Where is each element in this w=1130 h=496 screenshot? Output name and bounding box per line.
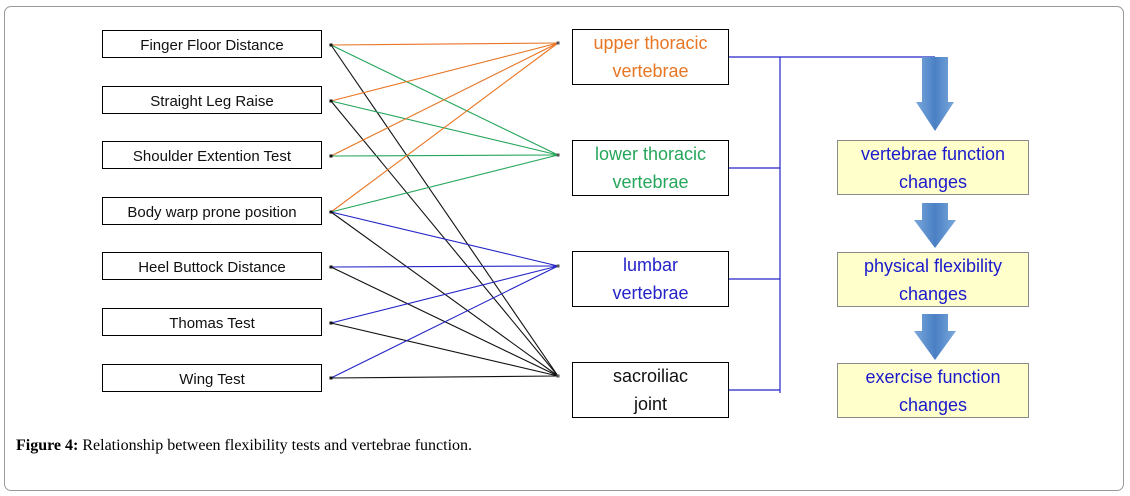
connection-dot bbox=[329, 43, 333, 47]
connection-line bbox=[330, 154, 559, 213]
connection-line bbox=[330, 265, 559, 379]
connection-dots bbox=[329, 41, 560, 380]
down-arrow-icon bbox=[914, 203, 956, 248]
connection-dot bbox=[329, 321, 333, 325]
test-box-wing-test: Wing Test bbox=[102, 364, 322, 392]
result-label-line2: changes bbox=[898, 171, 968, 192]
result-box-vertebrae-function: vertebrae function changes bbox=[837, 140, 1029, 195]
result-label-line1: physical flexibility bbox=[863, 255, 1003, 276]
vertebrae-label-line1: lumbar bbox=[622, 255, 678, 275]
connection-line bbox=[330, 42, 559, 46]
vertebrae-label-line1: sacroiliac bbox=[612, 366, 689, 386]
connection-dot bbox=[556, 264, 560, 268]
vertebrae-box-sacroiliac: sacroiliac joint bbox=[572, 362, 729, 418]
figure-caption: Figure 4: Relationship between flexibili… bbox=[16, 437, 472, 455]
connection-dot bbox=[329, 154, 333, 158]
connection-dot bbox=[556, 374, 560, 378]
vertebrae-box-lumbar: lumbar vertebrae bbox=[572, 251, 729, 307]
vertebrae-label-line1: upper thoracic bbox=[593, 33, 708, 53]
connection-dot bbox=[556, 41, 560, 45]
figure-frame bbox=[4, 6, 1124, 491]
test-box-finger-floor-distance: Finger Floor Distance bbox=[102, 30, 322, 58]
result-box-physical-flexibility: physical flexibility changes bbox=[837, 252, 1029, 307]
connection-line bbox=[330, 265, 559, 324]
connection-dot bbox=[329, 210, 333, 214]
connection-line bbox=[330, 42, 559, 213]
vertebrae-bracket bbox=[729, 56, 935, 393]
down-arrow-icon bbox=[916, 57, 954, 131]
flow-arrows bbox=[914, 57, 956, 360]
connection-lines bbox=[330, 42, 559, 379]
connection-dot bbox=[329, 376, 333, 380]
connection-dot bbox=[556, 153, 560, 157]
result-label-line2: changes bbox=[898, 394, 968, 415]
vertebrae-label-line1: lower thoracic bbox=[594, 144, 707, 164]
connection-line bbox=[330, 42, 559, 102]
vertebrae-label-line2: joint bbox=[633, 394, 668, 414]
result-label-line1: exercise function bbox=[865, 366, 1001, 387]
connection-line bbox=[330, 44, 559, 377]
connection-line bbox=[330, 322, 559, 377]
vertebrae-box-upper-thoracic: upper thoracic vertebrae bbox=[572, 29, 729, 85]
result-label-line1: vertebrae function bbox=[860, 143, 1006, 164]
test-box-thomas-test: Thomas Test bbox=[102, 308, 322, 336]
caption-text: Relationship between flexibility tests a… bbox=[78, 437, 473, 454]
connection-line bbox=[330, 154, 559, 157]
connection-dot bbox=[329, 99, 333, 103]
test-box-body-warp-prone-position: Body warp prone position bbox=[102, 197, 322, 225]
caption-label: Figure 4: bbox=[16, 437, 79, 454]
result-box-exercise-function: exercise function changes bbox=[837, 363, 1029, 418]
vertebrae-label-line2: vertebrae bbox=[612, 172, 689, 192]
vertebrae-label-line2: vertebrae bbox=[612, 283, 689, 303]
connection-line bbox=[330, 211, 559, 267]
test-box-shoulder-extention-test: Shoulder Extention Test bbox=[102, 141, 322, 169]
test-box-straight-leg-raise: Straight Leg Raise bbox=[102, 86, 322, 114]
test-box-heel-buttock-distance: Heel Buttock Distance bbox=[102, 252, 322, 280]
result-label-line2: changes bbox=[898, 283, 968, 304]
connection-line bbox=[330, 42, 559, 157]
down-arrow-icon bbox=[914, 314, 956, 360]
connection-line bbox=[330, 265, 559, 268]
connection-line bbox=[330, 375, 559, 379]
connection-dot bbox=[329, 265, 333, 269]
vertebrae-box-lower-thoracic: lower thoracic vertebrae bbox=[572, 140, 729, 196]
vertebrae-label-line2: vertebrae bbox=[612, 61, 689, 81]
